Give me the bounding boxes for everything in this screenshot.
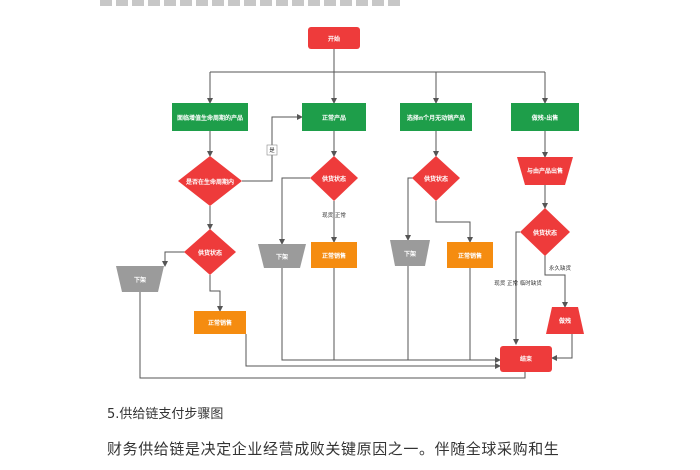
- down-node-2: 下架: [258, 244, 306, 268]
- process-p4: 做残-出售: [511, 103, 579, 131]
- decision-d3: 供货状态: [310, 156, 358, 201]
- decision-d1: 是否在生命周期内: [178, 156, 242, 206]
- decision-d1-label: 是否在生命周期内: [185, 178, 234, 186]
- yes-label-box: [266, 144, 278, 156]
- decision-d2: 供货状态: [184, 229, 236, 275]
- edge-label-1: 现货 正常: [322, 211, 346, 219]
- down-node-3: 下架: [390, 240, 430, 266]
- flowchart: 开始 面临增值生命周期的产品 正常产品 选择n个月无动销产品 做残-出售 是否在…: [116, 27, 584, 379]
- down-node-3-label: 下架: [404, 250, 416, 258]
- cropped-text-strip: [100, 0, 400, 6]
- process-p1-label: 面临增值生命周期的产品: [177, 114, 243, 122]
- process-p1: 面临增值生命周期的产品: [172, 103, 248, 131]
- end-label: 结束: [520, 355, 533, 363]
- process-p2: 正常产品: [302, 103, 366, 131]
- decision-d2-label: 供货状态: [197, 249, 222, 257]
- decision-d3-label: 供货状态: [321, 175, 346, 183]
- normal-sales-3-label: 正常销售: [458, 252, 482, 260]
- decision-d4: 供货状态: [412, 156, 460, 201]
- figure-caption: 5.供给链支付步骤图: [107, 407, 224, 422]
- decision-d5: 供货状态: [520, 208, 570, 256]
- body-paragraph: 财务供给链是决定企业经营成败关键原因之一。伴随全球采购和生: [107, 440, 560, 458]
- decision-d5-label: 供货状态: [532, 229, 557, 237]
- normal-sales-1-label: 正常销售: [208, 319, 232, 327]
- end-node: 结束: [500, 346, 552, 372]
- down-node-2-label: 下架: [276, 253, 288, 261]
- yes-label: 是: [269, 147, 275, 154]
- normal-sales-2: 正常销售: [311, 242, 357, 268]
- normal-sales-1: 正常销售: [194, 311, 246, 334]
- trapezoid-t1: 与由产品出售: [517, 157, 573, 185]
- process-p3-label: 选择n个月无动销产品: [407, 114, 465, 122]
- edge-label-2: 现货 正常 临时缺货: [494, 279, 542, 287]
- start-label: 开始: [328, 35, 340, 43]
- small-node-label: 做残: [558, 317, 571, 325]
- down-node-1-label: 下架: [134, 276, 146, 284]
- down-node-1: 下架: [116, 266, 164, 292]
- trapezoid-t1-label: 与由产品出售: [527, 167, 563, 175]
- normal-sales-3: 正常销售: [447, 242, 493, 268]
- edge-label-3: 永久缺货: [549, 264, 572, 272]
- normal-sales-2-label: 正常销售: [322, 252, 346, 260]
- start-node: 开始: [308, 27, 360, 49]
- decision-d4-label: 供货状态: [423, 175, 448, 183]
- small-node: 做残: [546, 307, 584, 334]
- connectors: [139, 49, 573, 379]
- process-p2-label: 正常产品: [322, 114, 346, 122]
- process-p3: 选择n个月无动销产品: [400, 103, 472, 131]
- process-p4-label: 做残-出售: [531, 114, 559, 122]
